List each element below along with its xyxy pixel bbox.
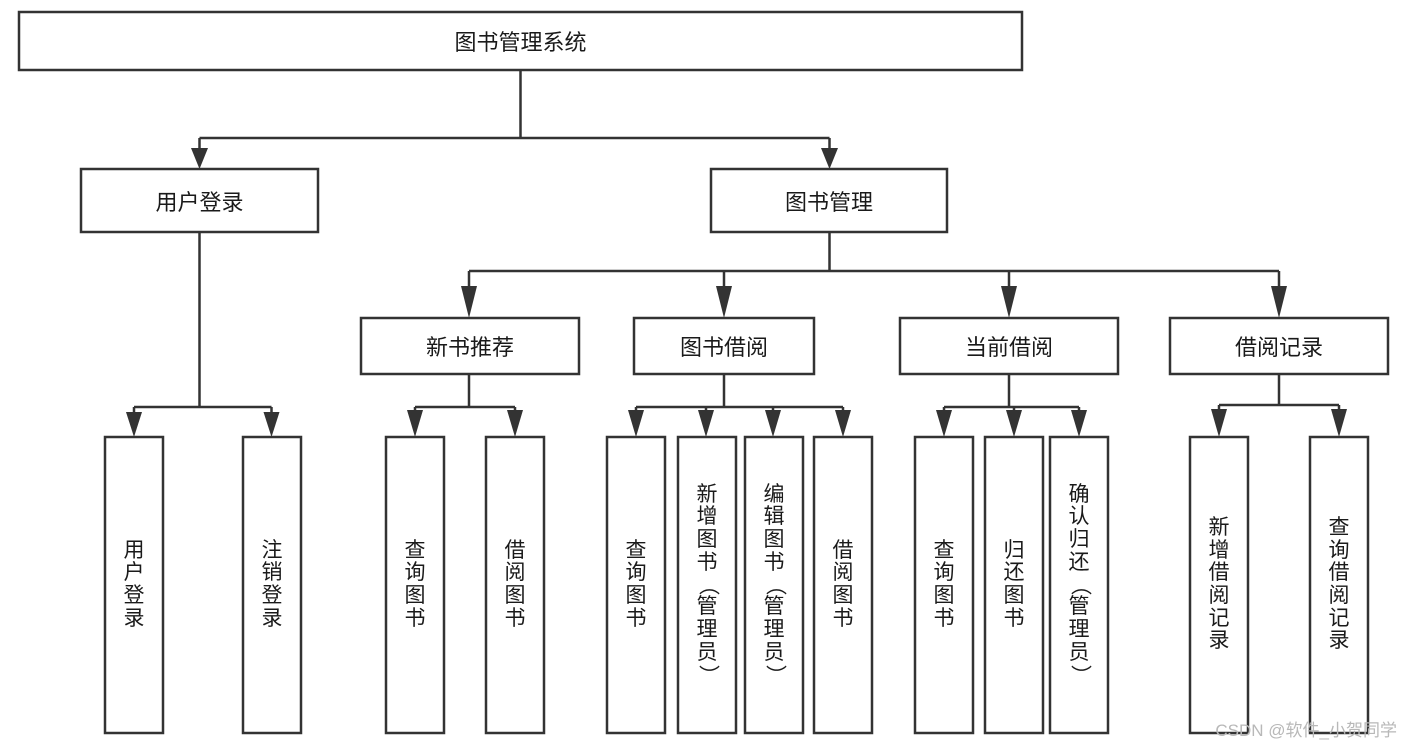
arrow-head-bb-edit — [765, 410, 781, 437]
arrow-head-cb-query — [936, 410, 952, 437]
node-box-leaf[interactable] — [913, 435, 975, 735]
arrow-head-bb-borrow — [835, 410, 851, 437]
node-box-book-management[interactable] — [709, 167, 949, 234]
node-box-leaf[interactable] — [743, 435, 805, 735]
arrow-head-current-borrow — [1001, 286, 1017, 318]
arrow-head-cb-confirm — [1071, 410, 1087, 437]
node-box-leaf[interactable] — [1048, 435, 1110, 735]
node-box-layer — [17, 10, 1390, 735]
arrow-head-br-add — [1211, 409, 1227, 437]
arrow-head-borrow-record — [1271, 286, 1287, 318]
node-box-user-login[interactable] — [79, 167, 320, 234]
node-box-leaf[interactable] — [676, 435, 738, 735]
arrow-head-newbook-query — [407, 410, 423, 437]
arrow-head-br-query — [1331, 409, 1347, 437]
arrow-head-book-mgmt — [821, 148, 838, 169]
node-box-leaf[interactable] — [484, 435, 546, 735]
node-box-new-book-recommend[interactable] — [359, 316, 581, 376]
node-box-root[interactable] — [17, 10, 1024, 72]
node-box-leaf[interactable] — [241, 435, 303, 735]
arrow-head-leaf-user-login — [126, 412, 142, 437]
node-box-leaf[interactable] — [103, 435, 165, 735]
connector-layer — [126, 70, 1347, 437]
arrow-head-user-login — [191, 148, 208, 169]
arrow-head-bb-query — [628, 410, 644, 437]
arrow-head-new-book-rec — [461, 286, 477, 318]
node-box-leaf[interactable] — [605, 435, 667, 735]
node-box-current-borrow[interactable] — [898, 316, 1120, 376]
arrow-head-cb-return — [1006, 410, 1022, 437]
arrow-head-bb-add — [698, 410, 714, 437]
node-box-leaf[interactable] — [983, 435, 1045, 735]
node-box-leaf[interactable] — [384, 435, 446, 735]
node-box-leaf[interactable] — [812, 435, 874, 735]
arrow-head-leaf-logout — [263, 412, 280, 437]
arrow-head-book-borrow — [716, 286, 732, 318]
watermark-label: CSDN @软件_小贺同学 — [1215, 721, 1397, 740]
arrow-head-newbook-borrow — [507, 410, 523, 437]
node-box-leaf[interactable] — [1308, 435, 1370, 735]
node-box-borrow-record[interactable] — [1168, 316, 1390, 376]
node-box-leaf[interactable] — [1188, 435, 1250, 735]
node-box-book-borrow[interactable] — [632, 316, 816, 376]
